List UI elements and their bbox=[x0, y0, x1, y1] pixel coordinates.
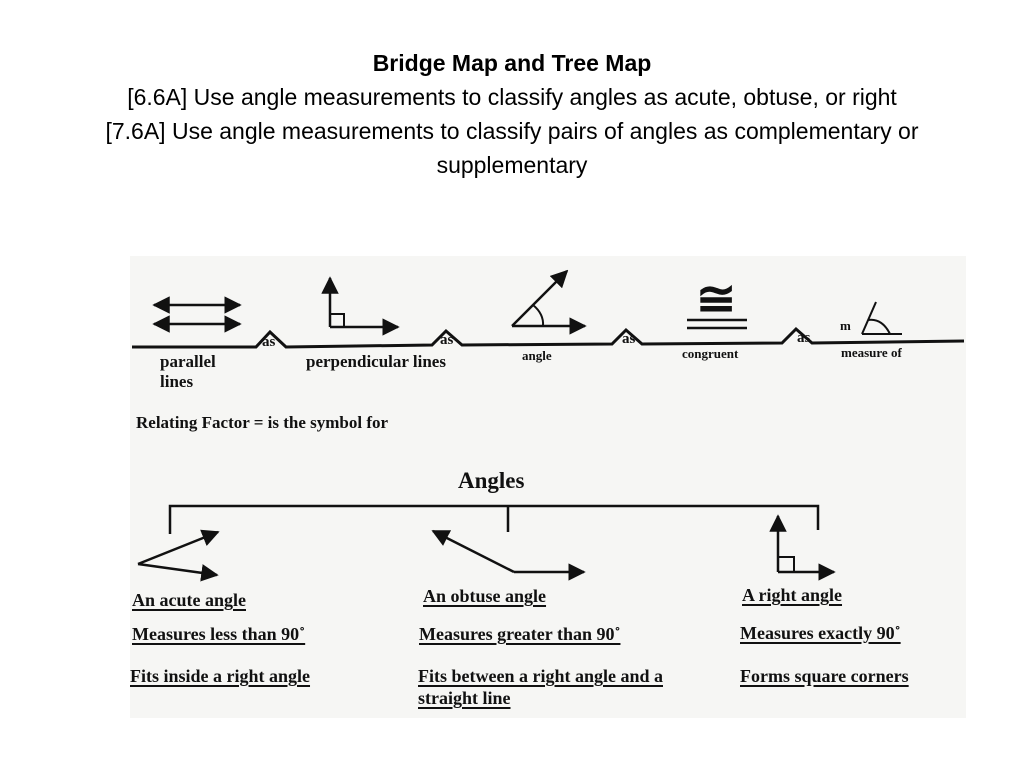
branch-obtuse-detail-2: Fits between a right angle and a straigh… bbox=[418, 666, 663, 708]
bridge-baseline bbox=[132, 326, 965, 349]
obtuse-angle-icon bbox=[431, 529, 586, 581]
diagram-lines bbox=[132, 269, 965, 582]
objective-6-6a: [6.6A] Use angle measurements to classif… bbox=[127, 84, 897, 110]
branch-right-detail-1: Measures exactly 90˚ bbox=[740, 623, 901, 643]
branch-obtuse-name: An obtuse angle bbox=[423, 586, 547, 606]
relating-factor: Relating Factor = is the symbol for bbox=[136, 413, 389, 432]
branch-right-name: A right angle bbox=[742, 585, 843, 605]
bridge-connector-2: as bbox=[440, 332, 454, 348]
branch-acute-name: An acute angle bbox=[132, 590, 246, 610]
bridge-connector-3: as bbox=[622, 331, 636, 347]
tree-title: Angles bbox=[458, 468, 525, 493]
branch-obtuse-detail-1: Measures greater than 90˚ bbox=[419, 624, 621, 644]
bridge-label-angle: angle bbox=[522, 348, 552, 363]
slide-header: Bridge Map and Tree Map [6.6A] Use angle… bbox=[40, 46, 984, 182]
congruent-icon bbox=[687, 318, 747, 330]
bridge-label-congruent: congruent bbox=[682, 346, 739, 361]
branch-acute-detail-2: Fits inside a right angle bbox=[130, 666, 311, 686]
slide-title: Bridge Map and Tree Map bbox=[372, 50, 652, 76]
bridge-connector-4: as bbox=[797, 330, 811, 346]
tree-bracket bbox=[168, 504, 820, 534]
bridge-connector-1: as bbox=[262, 334, 276, 350]
perpendicular-icon bbox=[321, 276, 400, 336]
bridge-label-perpendicular: perpendicular lines bbox=[306, 352, 446, 371]
angle-icon bbox=[511, 269, 587, 335]
objective-7-6a: [7.6A] Use angle measurements to classif… bbox=[105, 118, 919, 178]
acute-angle-icon bbox=[137, 529, 220, 582]
right-angle-icon bbox=[769, 514, 836, 581]
branch-acute-detail-1: Measures less than 90˚ bbox=[132, 624, 306, 644]
scanned-diagram: parallel lines perpendicular lines angle… bbox=[130, 256, 966, 718]
parallel-icon bbox=[152, 296, 242, 333]
measure-angle-icon bbox=[861, 301, 902, 335]
congruent-symbol: ≅ bbox=[696, 273, 737, 326]
bridge-label-parallel: parallel lines bbox=[160, 352, 216, 391]
measure-symbol-m: m bbox=[840, 318, 851, 333]
bridge-label-measure-of: measure of bbox=[841, 345, 902, 360]
branch-right-detail-2: Forms square corners bbox=[740, 666, 909, 686]
